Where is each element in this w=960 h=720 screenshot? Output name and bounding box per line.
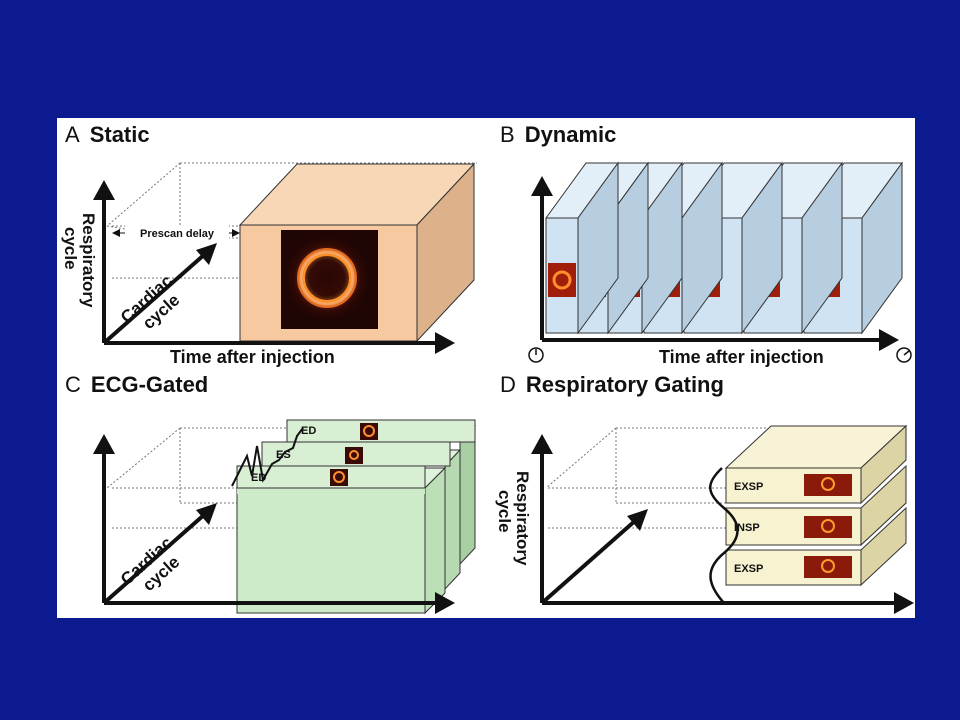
- panel-a-static: A Static: [57, 118, 486, 368]
- panel-d-axes: [531, 434, 914, 614]
- panel-a-letter: A: [65, 122, 80, 147]
- panel-a-title: A Static: [65, 122, 150, 150]
- panel-a-name: Static: [89, 122, 150, 147]
- panel-b-axes: [531, 176, 899, 351]
- panel-d-dotted-frame: [545, 427, 766, 529]
- gate-label-2: ES: [276, 449, 291, 461]
- panel-b-name: Dynamic: [524, 122, 617, 147]
- panel-c-dotted-frame: [106, 427, 297, 529]
- time-frame: [545, 161, 619, 335]
- panel-d-respiratory-gating: D Respiratory Gating: [486, 368, 915, 618]
- panel-d-title: D Respiratory Gating: [500, 372, 724, 400]
- panel-b-frames: [545, 161, 903, 335]
- panel-d-name: Respiratory Gating: [525, 372, 724, 397]
- panel-c-axes: [93, 434, 455, 614]
- ecg-trace: [231, 427, 304, 487]
- panel-b-dynamic: B Dynamic Time after injection: [486, 118, 915, 368]
- panel-c-diagram: ED ES ED Cardiac cycle: [93, 419, 477, 615]
- resp-gate-label-3: EXSP: [734, 563, 763, 575]
- panel-d-y-label-2: cycle: [495, 490, 514, 533]
- panel-b-diagram: Time after injection: [528, 161, 912, 367]
- panel-d-letter: D: [500, 372, 516, 397]
- panel-c-name: ECG-Gated: [90, 372, 209, 397]
- panel-b-title: B Dynamic: [500, 122, 616, 150]
- panel-d-heart-thumbnails: [804, 474, 852, 578]
- panel-a-y-label-2: cycle: [61, 227, 80, 270]
- time-frame-heart-thumbnail: [548, 263, 576, 297]
- panel-c-heart-thumbnails: [330, 423, 378, 486]
- panel-b-letter: B: [500, 122, 515, 147]
- panel-a-y-label-1: Respiratory: [79, 213, 98, 308]
- panel-b-x-label: Time after injection: [659, 347, 824, 367]
- start-clock-icon: [528, 347, 544, 363]
- end-clock-icon: [896, 347, 912, 363]
- panel-a-x-label: Time after injection: [170, 347, 335, 367]
- resp-gate-label-1: EXSP: [734, 481, 763, 493]
- respiratory-trace: [709, 467, 739, 604]
- panel-c-ecg-gated: C ECG-Gated: [57, 368, 486, 618]
- panel-c-title: C ECG-Gated: [65, 372, 208, 400]
- panel-a-diagram: Prescan delay Respiratory cycle Cardiac …: [61, 162, 477, 367]
- panel-a-heart-image: [281, 230, 378, 329]
- gate-label-3: ED: [251, 472, 266, 484]
- panel-d-y-label-1: Respiratory: [513, 471, 532, 566]
- panel-c-letter: C: [65, 372, 81, 397]
- prescan-delay-label: Prescan delay: [140, 228, 215, 240]
- figure-panel: A Static: [57, 118, 915, 618]
- panel-a-axes: [93, 180, 455, 354]
- panel-a-prescan-delay: Prescan delay: [112, 225, 240, 241]
- resp-gate-label-2: INSP: [734, 522, 760, 534]
- panel-d-diagram: EXSP INSP EXSP Res: [495, 424, 914, 614]
- gate-label-1: ED: [301, 425, 316, 437]
